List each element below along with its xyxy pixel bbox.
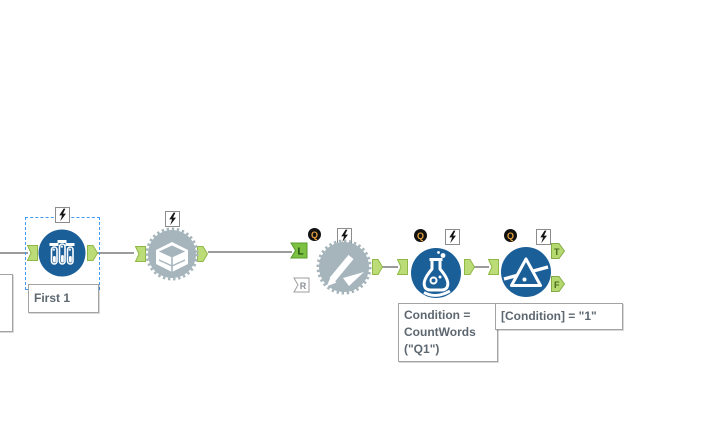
annotation-formula[interactable]: Condition = CountWords ("Q1") [398, 303, 498, 362]
book-icon [156, 242, 188, 272]
input-anchor[interactable] [397, 259, 408, 275]
output-anchor[interactable] [197, 246, 208, 262]
question-anchor-label: Q [416, 230, 424, 241]
input-anchor[interactable] [27, 245, 38, 261]
tool-formula[interactable] [410, 247, 462, 299]
annotation-line: CountWords [404, 325, 476, 339]
input-anchor[interactable] [135, 246, 146, 262]
test-tubes-icon [49, 240, 75, 265]
annotation-line: ("Q1") [404, 342, 440, 356]
connection-wire[interactable] [382, 266, 398, 268]
pencil-icon [326, 254, 364, 287]
tool-sample[interactable] [38, 229, 86, 277]
input-anchor-right[interactable]: R [293, 277, 310, 293]
output-anchor[interactable] [372, 259, 383, 275]
anchor-label-r: R [300, 281, 307, 291]
annotation-line: Condition = [404, 308, 471, 322]
connection-wire[interactable] [0, 252, 28, 254]
question-anchor-label: Q [506, 230, 514, 241]
flask-icon [422, 251, 451, 297]
connection-wire[interactable] [474, 266, 489, 268]
question-anchor[interactable]: Q [414, 229, 427, 242]
anchor-label-t: T [554, 247, 560, 257]
annotation-sample[interactable]: First 1 [28, 284, 99, 313]
offscreen-annotation-box[interactable] [0, 274, 13, 332]
output-anchor[interactable] [464, 259, 475, 275]
lightning-anchor-icon[interactable] [55, 207, 70, 223]
tool-macro-book[interactable] [143, 225, 201, 283]
output-anchor-true[interactable]: T [551, 243, 565, 259]
connection-wire[interactable] [97, 252, 134, 254]
lightning-anchor-icon[interactable] [445, 229, 460, 245]
question-anchor[interactable]: Q [504, 229, 517, 242]
connection-wire[interactable] [208, 251, 292, 253]
input-anchor-left[interactable]: L [290, 242, 308, 259]
anchor-label-f: F [554, 280, 560, 290]
question-anchor-label: Q [310, 229, 318, 240]
lightning-anchor-icon[interactable] [536, 229, 551, 245]
tool-macro-scribe[interactable] [314, 237, 374, 297]
annotation-text: [Condition] = "1" [501, 309, 597, 323]
output-anchor-false[interactable]: F [551, 276, 565, 292]
annotation-filter[interactable]: [Condition] = "1" [495, 303, 623, 330]
annotation-text: First 1 [34, 291, 71, 305]
funnel-icon [503, 257, 549, 287]
output-anchor[interactable] [87, 245, 98, 261]
input-anchor[interactable] [488, 259, 499, 275]
question-anchor[interactable]: Q [308, 228, 321, 241]
lightning-anchor-icon[interactable] [165, 211, 180, 227]
anchor-label-l: L [297, 247, 303, 258]
tool-filter[interactable] [500, 246, 552, 298]
